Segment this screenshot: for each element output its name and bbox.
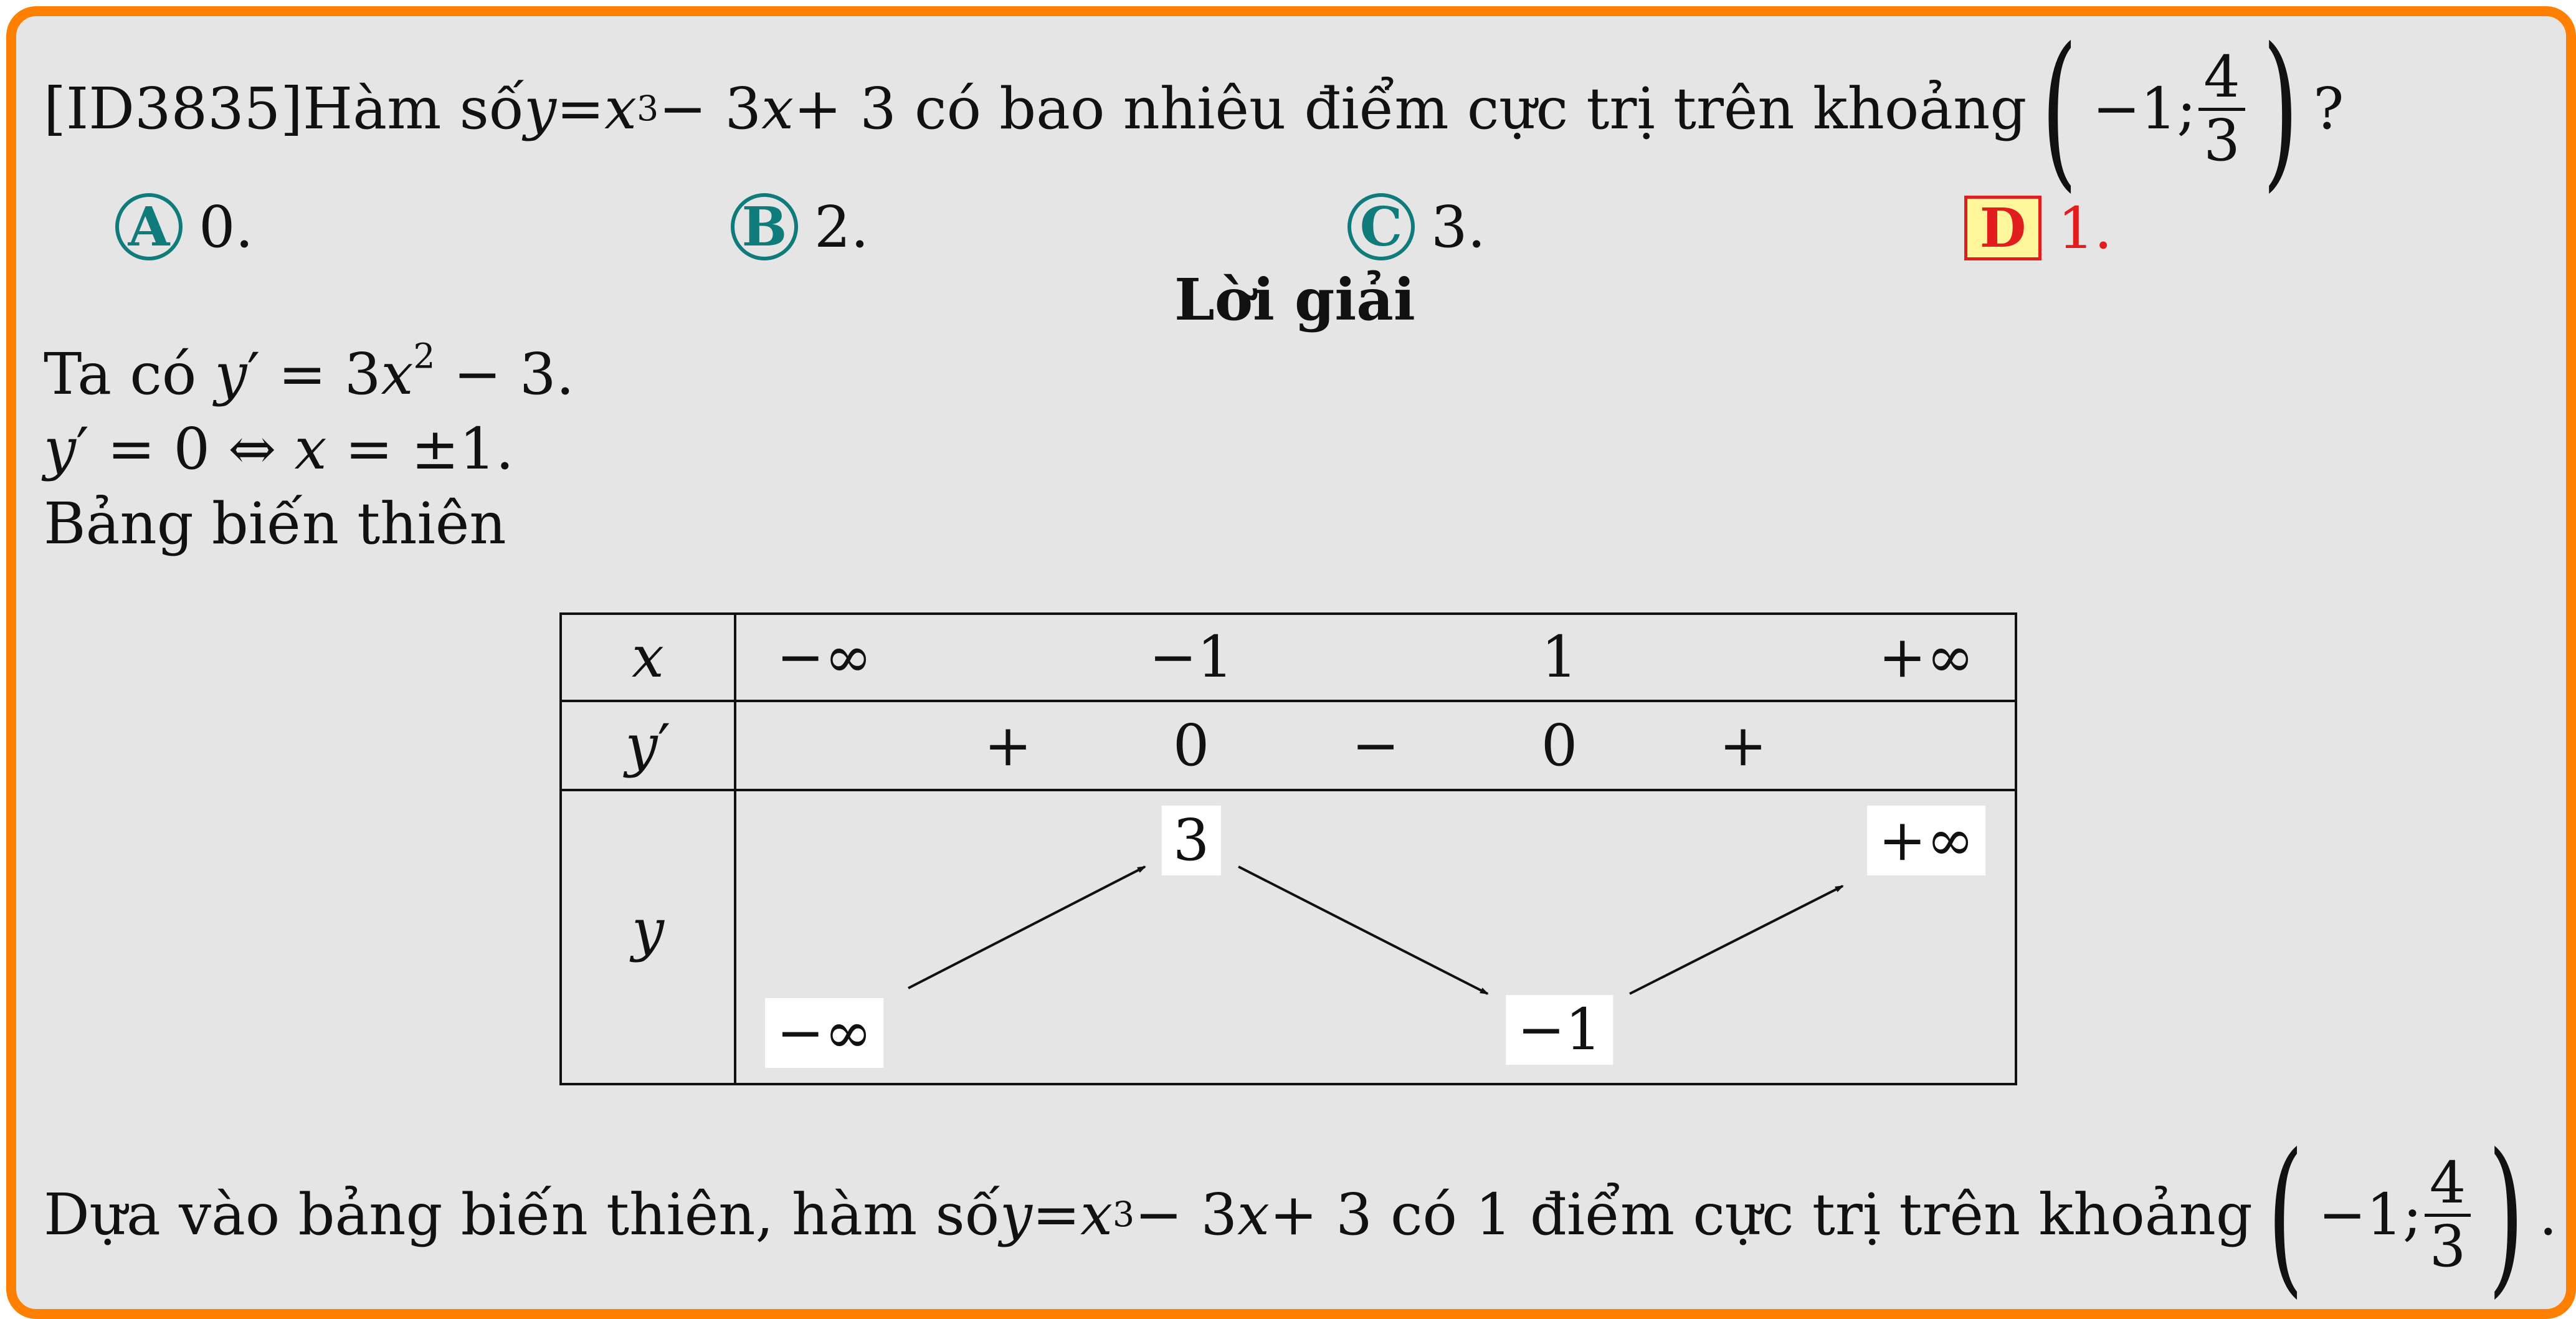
arrow-down (1238, 865, 1489, 995)
y-min: −1 (1506, 995, 1613, 1065)
option-d-label: D (1964, 196, 2041, 261)
solution-heading: Lời giải (1174, 266, 1415, 333)
conclusion-left-paren: ( (2267, 1117, 2304, 1313)
row-label-y: y (632, 897, 664, 963)
yprime-sign-2: − (1351, 712, 1400, 779)
yprime-sign-1: + (984, 712, 1032, 779)
yprime-sign-3: + (1719, 712, 1767, 779)
variation-table: x y′ y −∞ −1 1 +∞ + 0 − 0 + −∞ 3 −1 +∞ (559, 612, 2017, 1085)
solution-line-3: Bảng biến thiên (44, 490, 506, 557)
option-a-label: A (115, 193, 183, 261)
variation-table-grid (559, 612, 2017, 1085)
y-start: −∞ (765, 998, 883, 1068)
arrow-up-1 (908, 865, 1146, 989)
x-neg-one: −1 (1149, 624, 1233, 690)
y-end: +∞ (1867, 806, 1985, 875)
option-b-label: B (731, 193, 798, 261)
row-label-x: x (632, 624, 664, 690)
x-one: 1 (1541, 624, 1578, 690)
conclusion-right-paren: ) (2488, 1117, 2524, 1313)
interval-right-paren: ) (2262, 11, 2299, 207)
question-card (6, 6, 2576, 1319)
interval-fraction: 4 3 (2198, 47, 2245, 171)
yprime-zero-2: 0 (1541, 712, 1578, 779)
solution-line-2: y′ = 0 ⇔ x = ±1. (44, 416, 514, 482)
interval-left-paren: ( (2041, 11, 2078, 207)
x-pos-inf: +∞ (1878, 624, 1974, 690)
question-id: [ID3835] (44, 75, 303, 142)
row-label-yprime: y′ (625, 712, 671, 779)
solution-line-1: Ta có y′ = 3x2 − 3. (44, 336, 574, 407)
y-max: 3 (1161, 806, 1221, 875)
conclusion-fraction: 4 3 (2424, 1153, 2471, 1277)
arrow-up-2 (1629, 885, 1844, 995)
x-neg-inf: −∞ (776, 624, 872, 690)
option-c-label: C (1347, 193, 1415, 261)
yprime-zero-1: 0 (1172, 712, 1210, 779)
